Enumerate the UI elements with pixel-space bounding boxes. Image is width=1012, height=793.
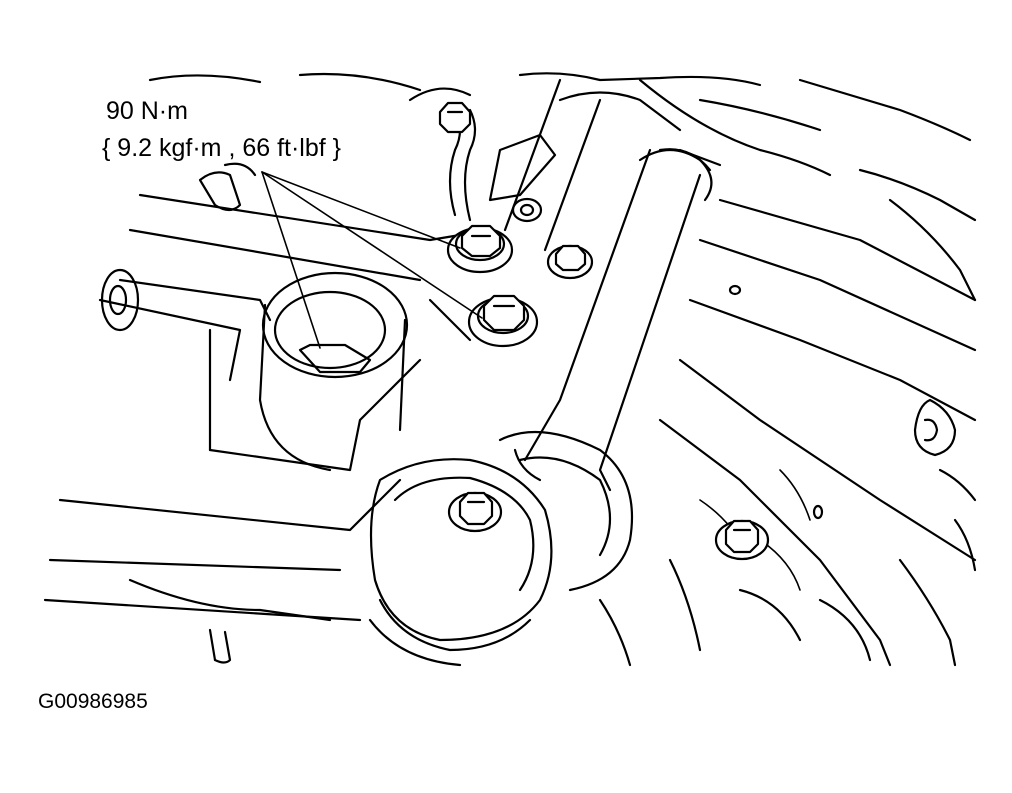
- mount-bracket: [43, 162, 472, 664]
- housing-outline: [148, 72, 977, 667]
- small-hole: [812, 504, 824, 520]
- bolt-lower: [467, 294, 539, 348]
- bolt-top-left: [438, 101, 472, 134]
- bolt-bushing: [447, 491, 503, 533]
- bushing: [368, 458, 553, 667]
- torque-value-nm: 90 N·m: [106, 97, 188, 125]
- callout-leader-lines: [261, 171, 483, 349]
- bolt-right-lower: [714, 519, 770, 561]
- figure-id: G00986985: [38, 690, 148, 713]
- torque-value-alternate-units: { 9.2 kgf·m , 66 ft·lbf }: [102, 134, 342, 162]
- torque-rod: [448, 78, 722, 592]
- bolt-right-upper: [546, 244, 594, 280]
- bolt-upper: [446, 224, 514, 274]
- small-hole: [728, 284, 742, 296]
